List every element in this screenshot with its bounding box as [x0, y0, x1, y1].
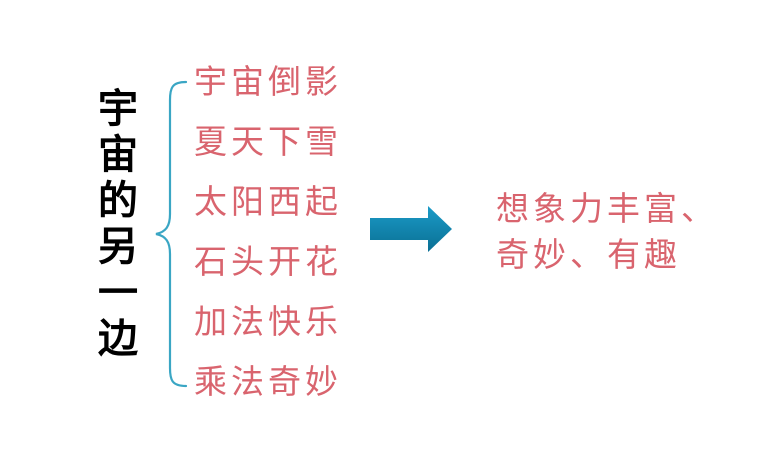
conclusion-line: 想象力丰富、 — [496, 189, 718, 228]
title-char: 的 — [98, 178, 138, 224]
title-char: 宇 — [98, 86, 138, 132]
title-char: 宙 — [98, 132, 138, 178]
example-item: 乘法奇妙 — [194, 362, 342, 401]
conclusion-line: 奇妙、有趣 — [496, 235, 681, 274]
example-item: 宇宙倒影 — [194, 62, 342, 101]
vertical-title: 宇 宙 的 另 一 边 — [96, 86, 140, 362]
example-item: 石头开花 — [194, 242, 342, 281]
example-list: 宇宙倒影 夏天下雪 太阳西起 石头开花 加法快乐 乘法奇妙 — [194, 58, 364, 418]
example-item: 太阳西起 — [194, 182, 342, 221]
conclusion-text: 想象力丰富、 奇妙、有趣 — [496, 186, 746, 278]
right-arrow-icon — [370, 206, 452, 252]
title-char: 边 — [98, 316, 138, 362]
example-item: 加法快乐 — [194, 302, 342, 341]
title-char: 一 — [98, 270, 138, 316]
example-item: 夏天下雪 — [194, 122, 342, 161]
title-char: 另 — [98, 224, 138, 270]
curly-brace-icon — [155, 80, 188, 388]
